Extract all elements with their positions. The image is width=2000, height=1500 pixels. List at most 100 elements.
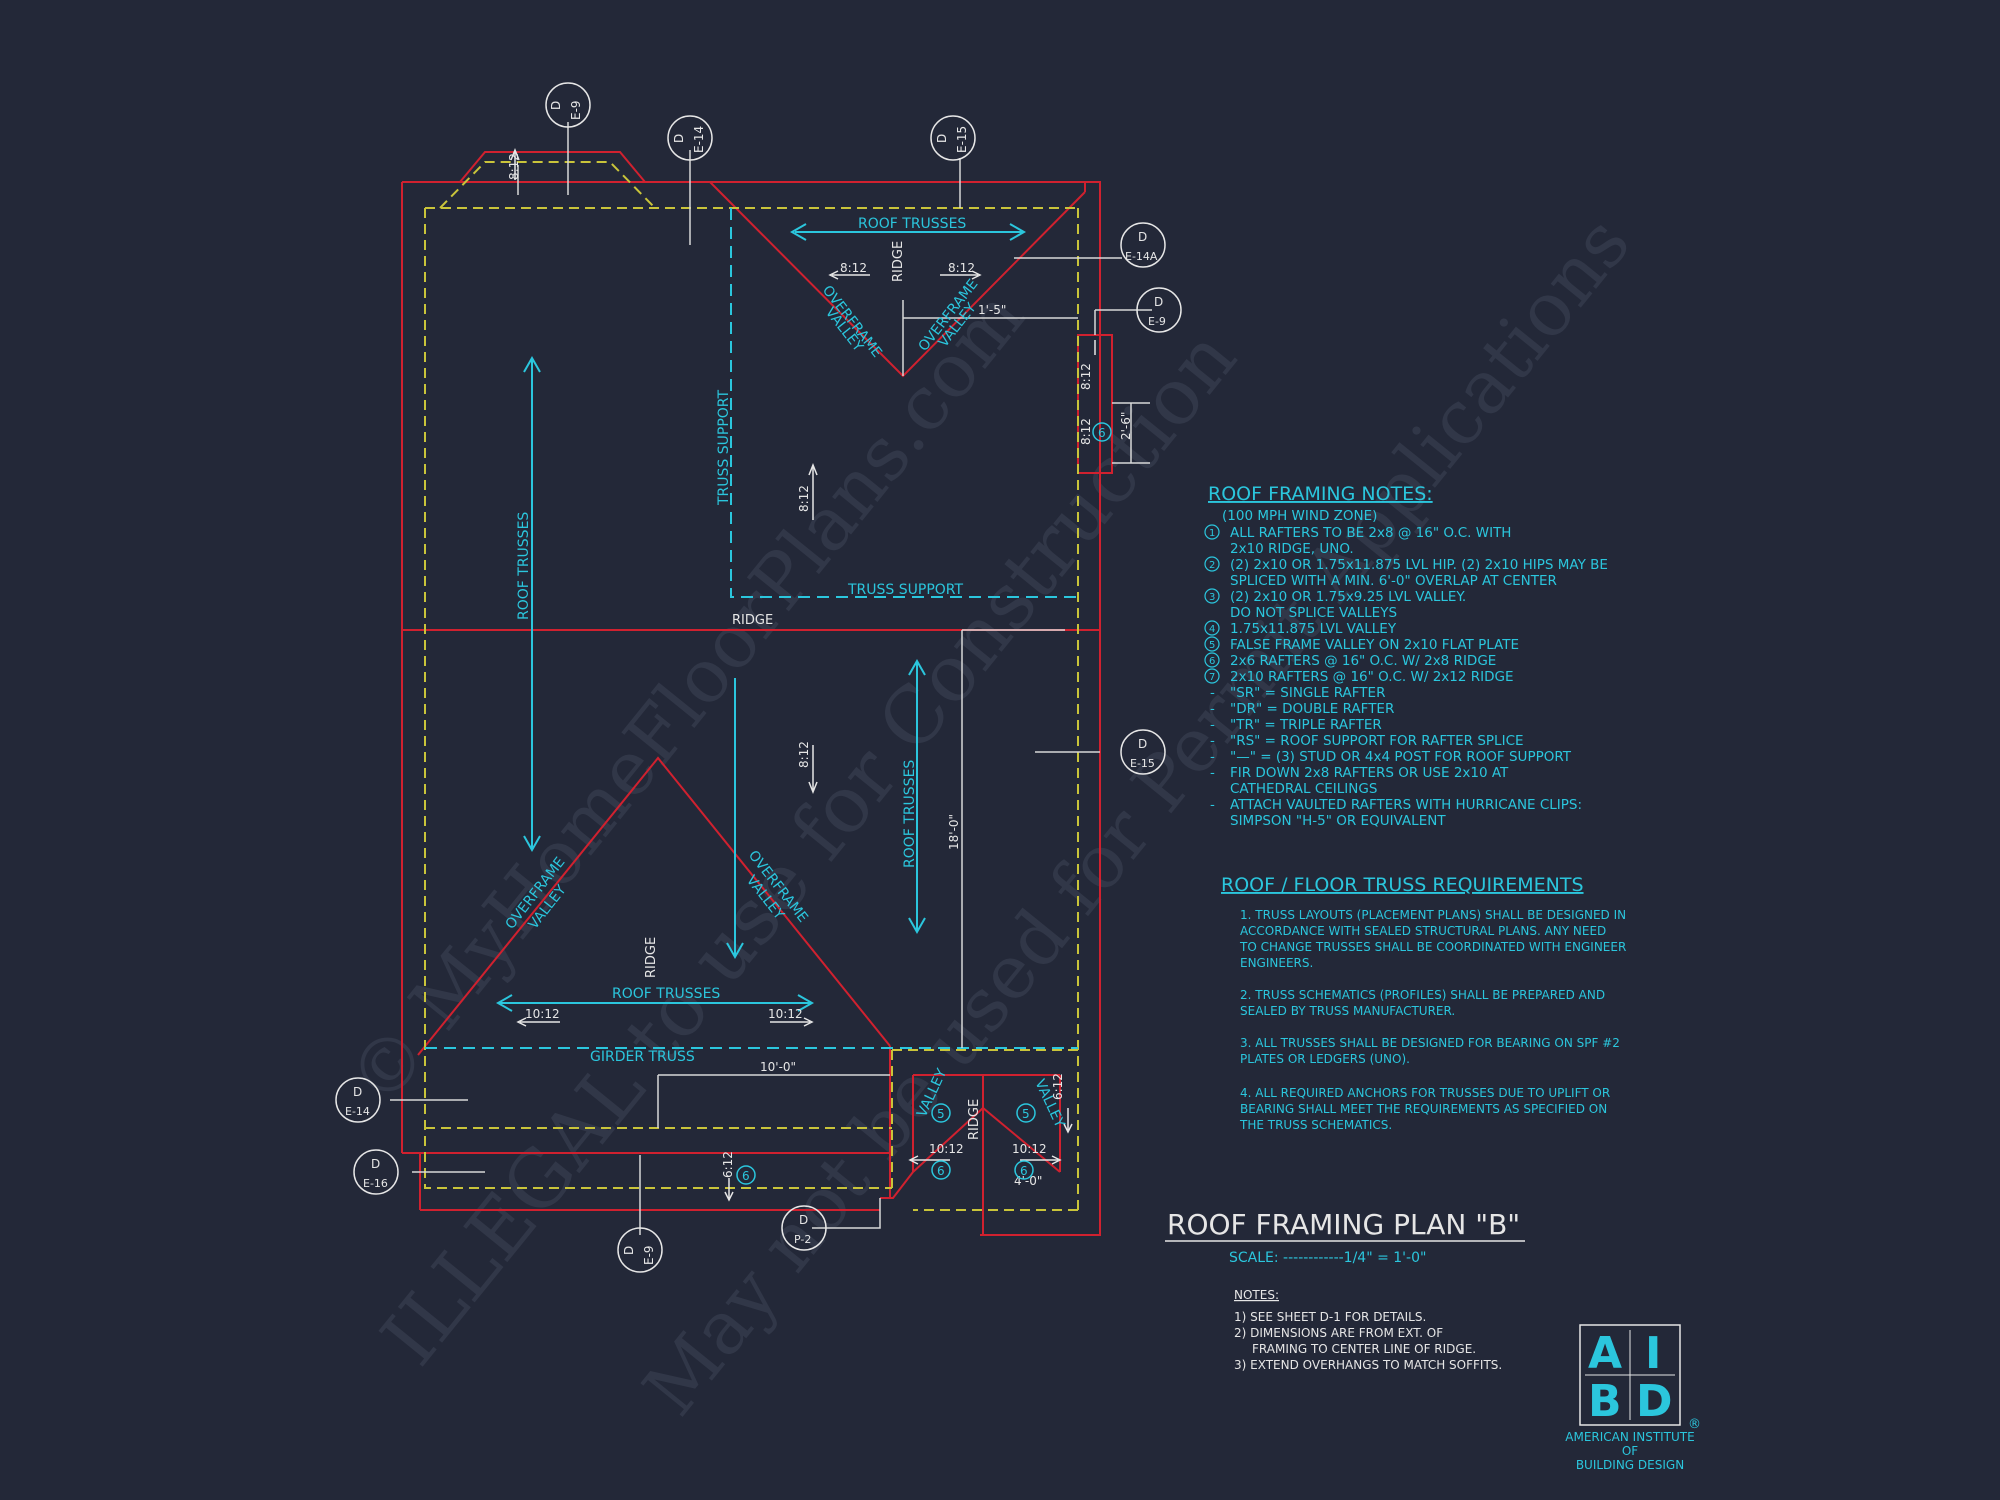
- truss-req-line-8: 4. ALL REQUIRED ANCHORS FOR TRUSSES DUE …: [1240, 1086, 1610, 1100]
- callout-e15-right: D E-15: [1120, 729, 1166, 775]
- svg-text:E-15: E-15: [1130, 757, 1155, 770]
- pitch-10-small-left: 10:12: [929, 1142, 964, 1156]
- pitch-8-right-2: 8:12: [1079, 418, 1093, 445]
- roof-note-line-14: "RS" = ROOF SUPPORT FOR RAFTER SPLICE: [1230, 733, 1524, 749]
- dim-18-0: 18'-0": [947, 814, 961, 850]
- roof-note-line-2: 2x10 RIDGE, UNO.: [1230, 541, 1354, 557]
- logo-letter-a: A: [1588, 1328, 1622, 1379]
- svg-text:E-14A: E-14A: [1125, 250, 1158, 263]
- notes-heading: NOTES:: [1234, 1288, 1279, 1302]
- notes-line-1: 2) DIMENSIONS ARE FROM EXT. OF: [1234, 1326, 1443, 1340]
- truss-req-line-4: 2. TRUSS SCHEMATICS (PROFILES) SHALL BE …: [1240, 988, 1605, 1002]
- notes-line-3: 3) EXTEND OVERHANGS TO MATCH SOFFITS.: [1234, 1358, 1502, 1372]
- svg-text:D: D: [672, 134, 686, 143]
- pitch-6-right: 6:12: [1051, 1073, 1065, 1100]
- callout-e14a: D E-14A: [1120, 222, 1166, 268]
- svg-text:E-16: E-16: [363, 1177, 388, 1190]
- pitch-10-right: 10:12: [768, 1007, 803, 1021]
- roof-note-line-8: FALSE FRAME VALLEY ON 2x10 FLAT PLATE: [1230, 637, 1519, 653]
- svg-text:6: 6: [742, 1169, 750, 1183]
- dimension-lines: [390, 122, 1152, 1235]
- truss-support-label-horizontal: TRUSS SUPPORT: [847, 582, 963, 598]
- svg-text:E-9: E-9: [642, 1245, 656, 1265]
- roof-note-line-17: CATHEDRAL CEILINGS: [1230, 781, 1377, 797]
- svg-text:-: -: [1210, 733, 1215, 749]
- note-marker-1: [1204, 524, 1220, 540]
- svg-text:-: -: [1210, 765, 1215, 781]
- note-marker-5: [1204, 636, 1220, 652]
- ridge-label-top: RIDGE: [891, 241, 906, 282]
- svg-text:6: 6: [937, 1164, 945, 1178]
- roof-note-line-10: 2x10 RAFTERS @ 16" O.C. W/ 2x12 RIDGE: [1230, 669, 1514, 685]
- pitch-10-small-right: 10:12: [1012, 1142, 1047, 1156]
- svg-text:E-15: E-15: [955, 126, 969, 153]
- roof-trusses-label-top: ROOF TRUSSES: [858, 216, 966, 232]
- pitch-8-bump-1: 8:12: [507, 153, 521, 180]
- pitch-6-bottom: 6:12: [721, 1151, 735, 1178]
- truss-req-line-0: 1. TRUSS LAYOUTS (PLACEMENT PLANS) SHALL…: [1240, 908, 1626, 922]
- svg-text:5: 5: [937, 1107, 945, 1121]
- svg-text:E-14: E-14: [692, 126, 706, 153]
- note-marker-2: [1204, 556, 1220, 572]
- aibd-logo: A I B D ® AMERICAN INSTITUTE OF BUILDING…: [1565, 1324, 1701, 1472]
- svg-text:D: D: [353, 1085, 362, 1099]
- girder-truss-label: GIRDER TRUSS: [590, 1049, 695, 1065]
- truss-req-line-6: 3. ALL TRUSSES SHALL BE DESIGNED FOR BEA…: [1240, 1036, 1620, 1050]
- roof-notes-title: ROOF FRAMING NOTES:: [1208, 483, 1433, 505]
- logo-letter-b: B: [1588, 1376, 1622, 1427]
- roof-note-line-0: (100 MPH WIND ZONE): [1222, 508, 1377, 524]
- arrow-lines: [495, 223, 1027, 1012]
- svg-text:5: 5: [1209, 640, 1215, 651]
- notes-line-2: FRAMING TO CENTER LINE OF RIDGE.: [1252, 1342, 1476, 1356]
- roof-note-line-6: DO NOT SPLICE VALLEYS: [1230, 605, 1397, 621]
- roof-note-line-5: (2) 2x10 OR 1.75x9.25 LVL VALLEY.: [1230, 589, 1466, 605]
- pitch-8-center-lower: 8:12: [797, 741, 811, 768]
- svg-text:E-9: E-9: [1148, 315, 1166, 328]
- ridge-label-small: RIDGE: [967, 1099, 982, 1140]
- roof-note-line-11: "SR" = SINGLE RAFTER: [1230, 685, 1385, 701]
- roof-note-line-7: 1.75x11.875 LVL VALLEY: [1230, 621, 1397, 637]
- dim-4-0: 4'-0": [1014, 1174, 1042, 1188]
- pitch-8-top-right: 8:12: [948, 261, 975, 275]
- pitch-8-right-1: 8:12: [1079, 363, 1093, 390]
- roof-note-line-18: ATTACH VAULTED RAFTERS WITH HURRICANE CL…: [1230, 797, 1582, 813]
- roof-outline: [401, 151, 1113, 1236]
- svg-text:D: D: [799, 1213, 808, 1227]
- svg-text:D: D: [1138, 230, 1147, 244]
- truss-requirements: ROOF / FLOOR TRUSS REQUIREMENTS 1. TRUSS…: [1221, 874, 1626, 1132]
- tag-6-bottom: 6: [736, 1165, 756, 1185]
- roof-trusses-label-right: ROOF TRUSSES: [902, 760, 918, 868]
- svg-text:D: D: [1154, 295, 1163, 309]
- callout-e9-top: D E-9: [545, 82, 591, 128]
- note-marker-6: [1204, 652, 1220, 668]
- svg-text:-: -: [1210, 797, 1215, 813]
- truss-req-title: ROOF / FLOOR TRUSS REQUIREMENTS: [1221, 874, 1584, 896]
- roof-note-line-9: 2x6 RAFTERS @ 16" O.C. W/ 2x8 RIDGE: [1230, 653, 1496, 669]
- callout-p2: D P-2: [781, 1205, 827, 1251]
- logo-registered: ®: [1688, 1417, 1701, 1432]
- truss-support-label-vertical: TRUSS SUPPORT: [716, 390, 732, 506]
- svg-text:E-14: E-14: [345, 1105, 370, 1118]
- truss-req-line-5: SEALED BY TRUSS MANUFACTURER.: [1240, 1004, 1455, 1018]
- callout-e9-bottom: D E-9: [617, 1227, 663, 1273]
- logo-line-3: BUILDING DESIGN: [1576, 1458, 1684, 1472]
- pitch-8-center-upper: 8:12: [797, 485, 811, 512]
- truss-req-line-10: THE TRUSS SCHEMATICS.: [1239, 1118, 1392, 1132]
- svg-text:D: D: [371, 1157, 380, 1171]
- svg-text:E-9: E-9: [569, 100, 583, 120]
- roof-note-line-15: "—" = (3) STUD OR 4x4 POST FOR ROOF SUPP…: [1230, 749, 1572, 765]
- svg-text:D: D: [549, 101, 563, 110]
- logo-line-2: OF: [1622, 1444, 1638, 1458]
- roof-note-line-1: ALL RAFTERS TO BE 2x8 @ 16" O.C. WITH: [1230, 525, 1511, 541]
- tag-6-right: 6: [1092, 422, 1112, 442]
- svg-text:-: -: [1210, 701, 1215, 717]
- svg-text:2: 2: [1209, 560, 1215, 571]
- dim-10-0: 10'-0": [760, 1060, 796, 1074]
- svg-text:-: -: [1210, 717, 1215, 733]
- logo-line-1: AMERICAN INSTITUTE: [1565, 1430, 1694, 1444]
- notes-line-0: 1) SEE SHEET D-1 FOR DETAILS.: [1234, 1310, 1426, 1324]
- truss-req-line-2: TO CHANGE TRUSSES SHALL BE COORDINATED W…: [1239, 940, 1626, 954]
- roof-note-line-16: FIR DOWN 2x8 RAFTERS OR USE 2x10 AT: [1230, 765, 1509, 781]
- roof-note-line-13: "TR" = TRIPLE RAFTER: [1230, 717, 1382, 733]
